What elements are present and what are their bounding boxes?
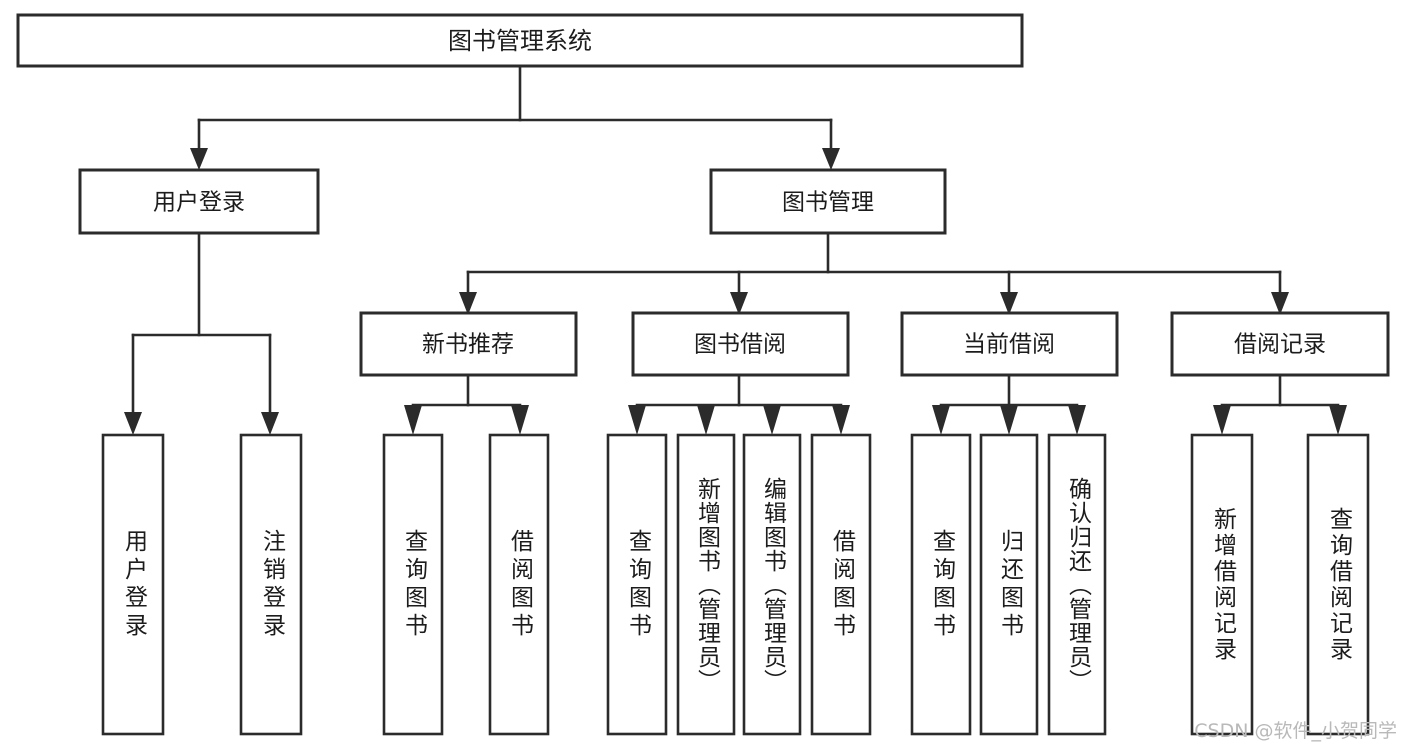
- arrow-to-borrow: [730, 292, 748, 315]
- node-leaf-logout[interactable]: [239, 433, 303, 736]
- node-leaf-query-borrow-record[interactable]: [1306, 433, 1370, 736]
- node-user-login-label: 用户登录: [153, 190, 245, 216]
- node-leaf-edit-book-admin[interactable]: [742, 433, 802, 736]
- arrow-to-records: [1271, 292, 1289, 315]
- node-leaf-query-book-1[interactable]: [382, 433, 444, 736]
- arrow-to-borrow-leaf-2: [697, 405, 715, 435]
- node-new-book-recommend[interactable]: [359, 311, 578, 377]
- arrow-to-newbook-leaf-1: [404, 405, 422, 435]
- node-leaf-add-book-admin[interactable]: [676, 433, 736, 736]
- node-leaf-query-book-2[interactable]: [606, 433, 668, 736]
- arrow-to-borrow-leaf-4: [832, 405, 850, 435]
- node-leaf-confirm-return-admin[interactable]: [1047, 433, 1107, 736]
- arrow-to-current: [1000, 292, 1018, 315]
- node-book-borrow[interactable]: [631, 311, 850, 377]
- node-book-management-label: 图书管理: [782, 190, 874, 216]
- arrow-to-current-leaf-1: [932, 405, 950, 435]
- connector-layer: [124, 64, 1347, 435]
- node-leaf-borrow-book-2[interactable]: [810, 433, 872, 736]
- arrow-to-records-leaf-2: [1329, 405, 1347, 435]
- node-leaf-return-book[interactable]: [979, 433, 1039, 736]
- node-new-book-recommend-label: 新书推荐: [422, 332, 514, 358]
- arrow-to-user-login: [190, 148, 208, 170]
- node-current-borrow-label: 当前借阅: [963, 332, 1055, 358]
- arrow-to-leaf-user-login: [124, 412, 142, 435]
- node-book-borrow-label: 图书借阅: [694, 332, 786, 358]
- node-leaf-user-login[interactable]: [101, 433, 165, 736]
- node-user-login[interactable]: [78, 168, 320, 235]
- node-layer: 图书管理系统 用户登录 图书管理 新书推荐 图书借阅 当前借阅 借阅记录: [16, 13, 1390, 736]
- arrow-to-newbook-leaf-2: [511, 405, 529, 435]
- arrow-to-new-book: [459, 292, 477, 315]
- node-borrow-records-label: 借阅记录: [1234, 332, 1326, 358]
- arrow-to-borrow-leaf-3: [763, 405, 781, 435]
- arrow-to-book-mgmt: [822, 148, 840, 170]
- node-book-management[interactable]: [709, 168, 947, 235]
- arrow-to-leaf-logout: [261, 412, 279, 435]
- node-leaf-query-book-3[interactable]: [910, 433, 972, 736]
- node-leaf-add-borrow-record[interactable]: [1190, 433, 1254, 736]
- csdn-watermark: CSDN @软件_小贺同学: [1194, 720, 1397, 742]
- arrow-to-records-leaf-1: [1213, 405, 1231, 435]
- node-root-label: 图书管理系统: [448, 27, 592, 55]
- node-current-borrow[interactable]: [900, 311, 1119, 377]
- arrow-to-current-leaf-2: [1000, 405, 1018, 435]
- arrow-to-borrow-leaf-1: [628, 405, 646, 435]
- node-leaf-borrow-book-1[interactable]: [488, 433, 550, 736]
- node-root[interactable]: [16, 13, 1024, 68]
- arrow-to-current-leaf-3: [1068, 405, 1086, 435]
- node-borrow-records[interactable]: [1170, 311, 1390, 377]
